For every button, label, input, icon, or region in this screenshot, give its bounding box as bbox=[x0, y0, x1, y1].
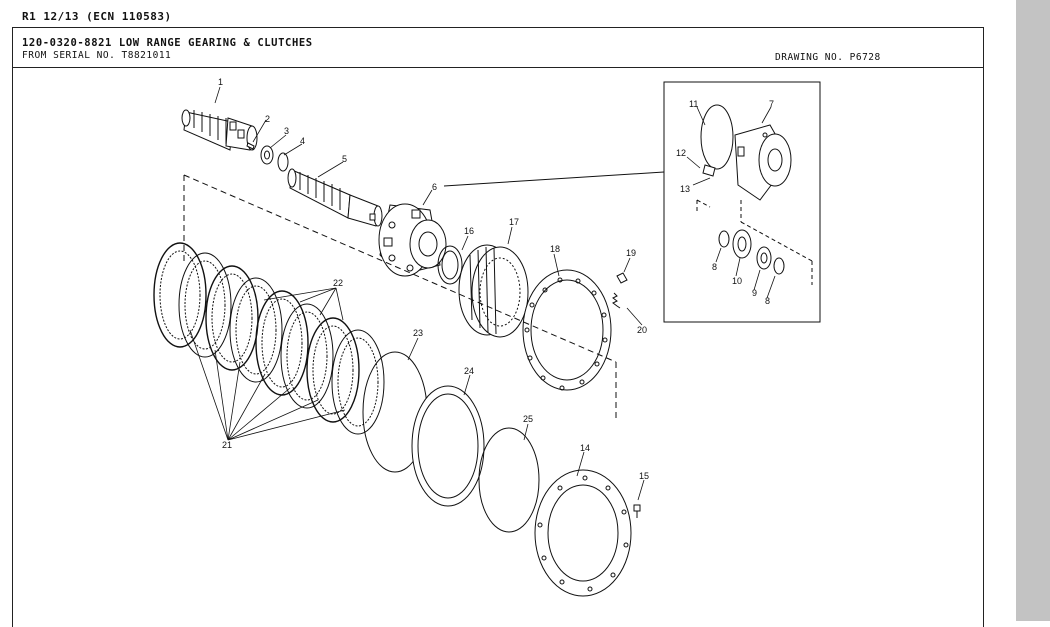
part-5-main-shaft bbox=[287, 168, 383, 227]
callout-24: 24 bbox=[464, 366, 474, 376]
callout-6: 6 bbox=[432, 182, 437, 192]
part-12-pin bbox=[702, 164, 716, 177]
callout-22: 22 bbox=[333, 278, 343, 288]
callout-10: 10 bbox=[732, 276, 742, 286]
part-1-input-shaft bbox=[181, 109, 258, 151]
callout-20: 20 bbox=[637, 325, 647, 335]
callout-14: 14 bbox=[580, 443, 590, 453]
callout-19: 19 bbox=[626, 248, 636, 258]
callout-21: 21 bbox=[222, 440, 232, 450]
part-25-seal bbox=[478, 427, 540, 533]
callout-2: 2 bbox=[265, 114, 270, 124]
callout-7: 7 bbox=[769, 99, 774, 109]
callout-4: 4 bbox=[300, 136, 305, 146]
callout-15: 15 bbox=[639, 471, 649, 481]
callout-8b: 8 bbox=[765, 296, 770, 306]
serial-number: FROM SERIAL NO. T8821011 bbox=[22, 50, 172, 61]
part-2-pin bbox=[246, 142, 255, 150]
part-8-washer bbox=[718, 230, 730, 248]
callout-3: 3 bbox=[284, 126, 289, 136]
title-block: 120-0320-8821 LOW RANGE GEARING & CLUTCH… bbox=[13, 28, 983, 68]
part-3-bearing bbox=[260, 145, 274, 165]
part-20-spring bbox=[612, 292, 621, 309]
leader-lines bbox=[189, 86, 776, 501]
callout-25: 25 bbox=[523, 414, 533, 424]
callout-1: 1 bbox=[218, 77, 223, 87]
part-17-ring-gear bbox=[458, 244, 529, 338]
callout-9: 9 bbox=[752, 288, 757, 298]
callout-11: 11 bbox=[689, 99, 698, 109]
inset-leader bbox=[443, 171, 665, 187]
vertical-scrollbar[interactable] bbox=[1016, 0, 1050, 621]
callout-12: 12 bbox=[676, 148, 686, 158]
callout-18: 18 bbox=[550, 244, 560, 254]
callout-8: 8 bbox=[712, 262, 717, 272]
clutch-disc-stack bbox=[153, 242, 385, 435]
part-8-washer-2 bbox=[773, 257, 785, 275]
inset-guide-lines bbox=[696, 199, 813, 285]
part-9-bearing bbox=[756, 246, 772, 270]
part-10-planet-gear bbox=[732, 229, 752, 259]
assembly-frame bbox=[183, 174, 617, 420]
drawing-number: DRAWING NO. P6728 bbox=[775, 52, 881, 63]
revision-note: R1 12/13 (ECN 110583) bbox=[22, 10, 172, 23]
callout-5: 5 bbox=[342, 154, 347, 164]
part-16-washer bbox=[437, 245, 463, 285]
inset-box bbox=[663, 81, 821, 323]
callout-23: 23 bbox=[413, 328, 423, 338]
part-15-bolt bbox=[633, 504, 641, 518]
callout-17: 17 bbox=[509, 217, 519, 227]
callout-labels: 1 2 3 4 5 6 7 8 8 9 10 11 12 13 14 15 16… bbox=[218, 77, 774, 481]
part-4-snap-ring bbox=[277, 152, 289, 172]
drawing-sheet: 120-0320-8821 LOW RANGE GEARING & CLUTCH… bbox=[12, 27, 984, 627]
drawing-title: 120-0320-8821 LOW RANGE GEARING & CLUTCH… bbox=[22, 37, 313, 49]
part-11-snap-ring bbox=[700, 104, 734, 170]
part-19-key bbox=[616, 272, 628, 284]
callout-16: 16 bbox=[464, 226, 474, 236]
part-18-clutch-housing bbox=[522, 269, 612, 391]
callout-13: 13 bbox=[680, 184, 690, 194]
part-7-carrier-housing bbox=[734, 124, 792, 201]
part-14-end-plate bbox=[534, 469, 632, 597]
part-6-planet-carrier bbox=[378, 203, 447, 277]
part-24-piston bbox=[411, 385, 485, 507]
